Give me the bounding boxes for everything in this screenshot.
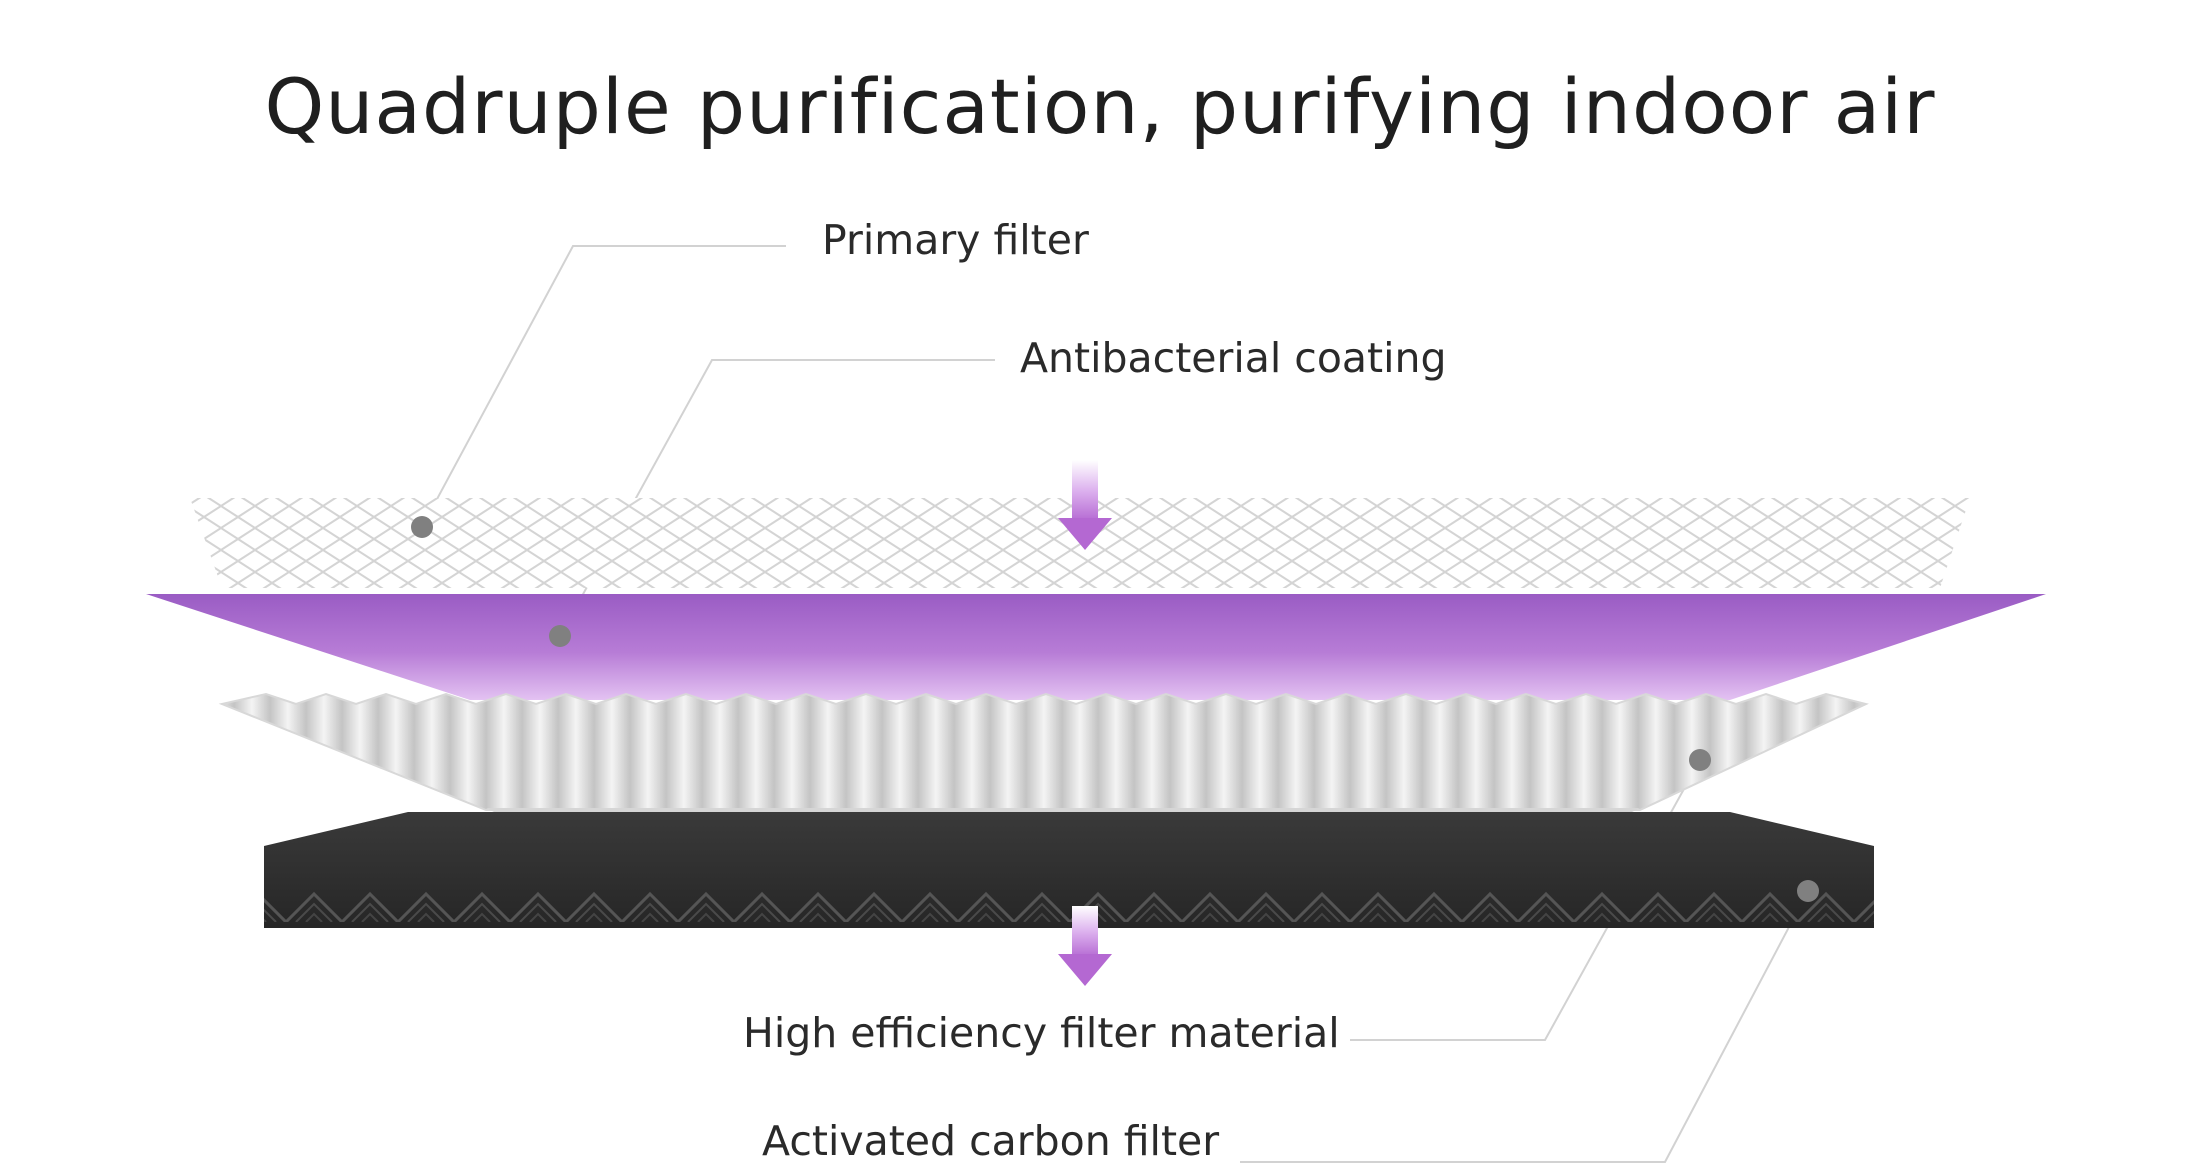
down-arrow-icon <box>1058 906 1112 986</box>
label-high-efficiency-filter: High efficiency filter material <box>743 1009 1340 1057</box>
leader-line-primary <box>421 245 786 528</box>
marker-dot-carbon <box>1797 880 1819 902</box>
antibacterial-coating-layer <box>146 594 2046 700</box>
label-antibacterial-coating: Antibacterial coating <box>1020 334 1447 382</box>
marker-dot-hepa <box>1689 749 1711 771</box>
label-activated-carbon-filter: Activated carbon filter <box>762 1117 1220 1165</box>
marker-dot-primary <box>411 516 433 538</box>
marker-dots <box>411 516 1819 902</box>
activated-carbon-filter-layer <box>264 812 1874 928</box>
label-primary-filter: Primary filter <box>822 216 1089 264</box>
high-efficiency-filter-layer <box>218 692 1869 812</box>
leader-line-carbon <box>1240 890 1809 1163</box>
marker-dot-antibac <box>549 625 571 647</box>
page-title: Quadruple purification, purifying indoor… <box>264 62 1936 151</box>
down-arrow-icon <box>1058 460 1112 550</box>
